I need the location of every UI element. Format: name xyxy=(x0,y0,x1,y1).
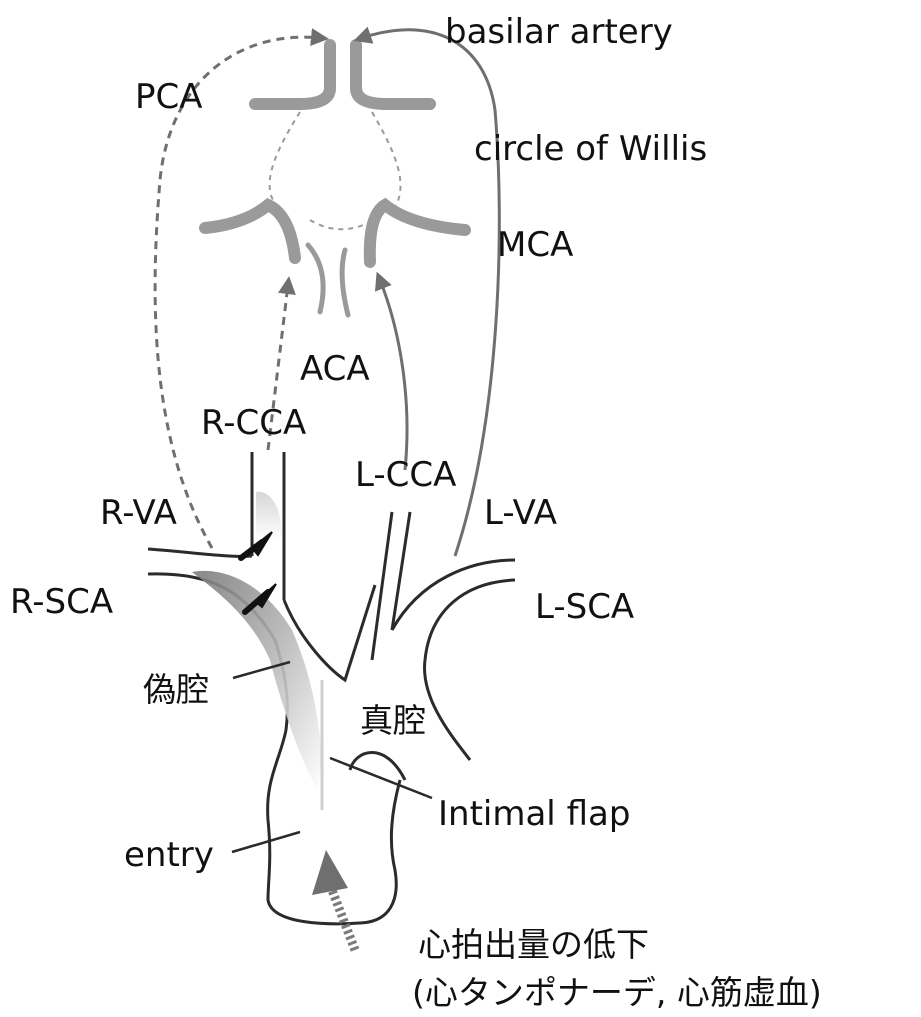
l-sca-label: L-SCA xyxy=(535,590,634,624)
r-cca-false-lumen xyxy=(256,492,282,540)
r-sca-label: R-SCA xyxy=(10,585,113,619)
l-cca-solid-path xyxy=(380,280,407,470)
aca-vessels-shape xyxy=(308,245,348,315)
entry-label: entry xyxy=(124,838,214,872)
false-lumen-label: 偽腔 xyxy=(143,673,209,706)
basilar-artery-label: basilar artery xyxy=(445,15,673,49)
mca-label: MCA xyxy=(497,228,573,262)
r-va-label: R-VA xyxy=(100,496,177,530)
cardiac-output-arrow xyxy=(312,850,355,950)
mca-right-shape xyxy=(370,205,465,262)
cardiac-output-label-line2: (心タンポナーデ, 心筋虚血) xyxy=(412,976,822,1009)
circle-of-willis-label: circle of Willis xyxy=(474,132,707,166)
l-va-label: L-VA xyxy=(484,496,557,530)
r-cca-label: R-CCA xyxy=(201,406,306,440)
cardiac-output-label-line1: 心拍出量の低下 xyxy=(418,928,649,961)
true-lumen-label: 真腔 xyxy=(360,704,426,737)
pca-label: PCA xyxy=(135,80,203,114)
intimal-flap-label: Intimal flap xyxy=(438,797,630,831)
mca-left-shape xyxy=(205,205,295,258)
basilar-artery-shape xyxy=(255,45,430,104)
label-pointer-lines xyxy=(232,662,432,852)
l-cca-label: L-CCA xyxy=(355,458,456,492)
aca-label: ACA xyxy=(300,352,370,386)
